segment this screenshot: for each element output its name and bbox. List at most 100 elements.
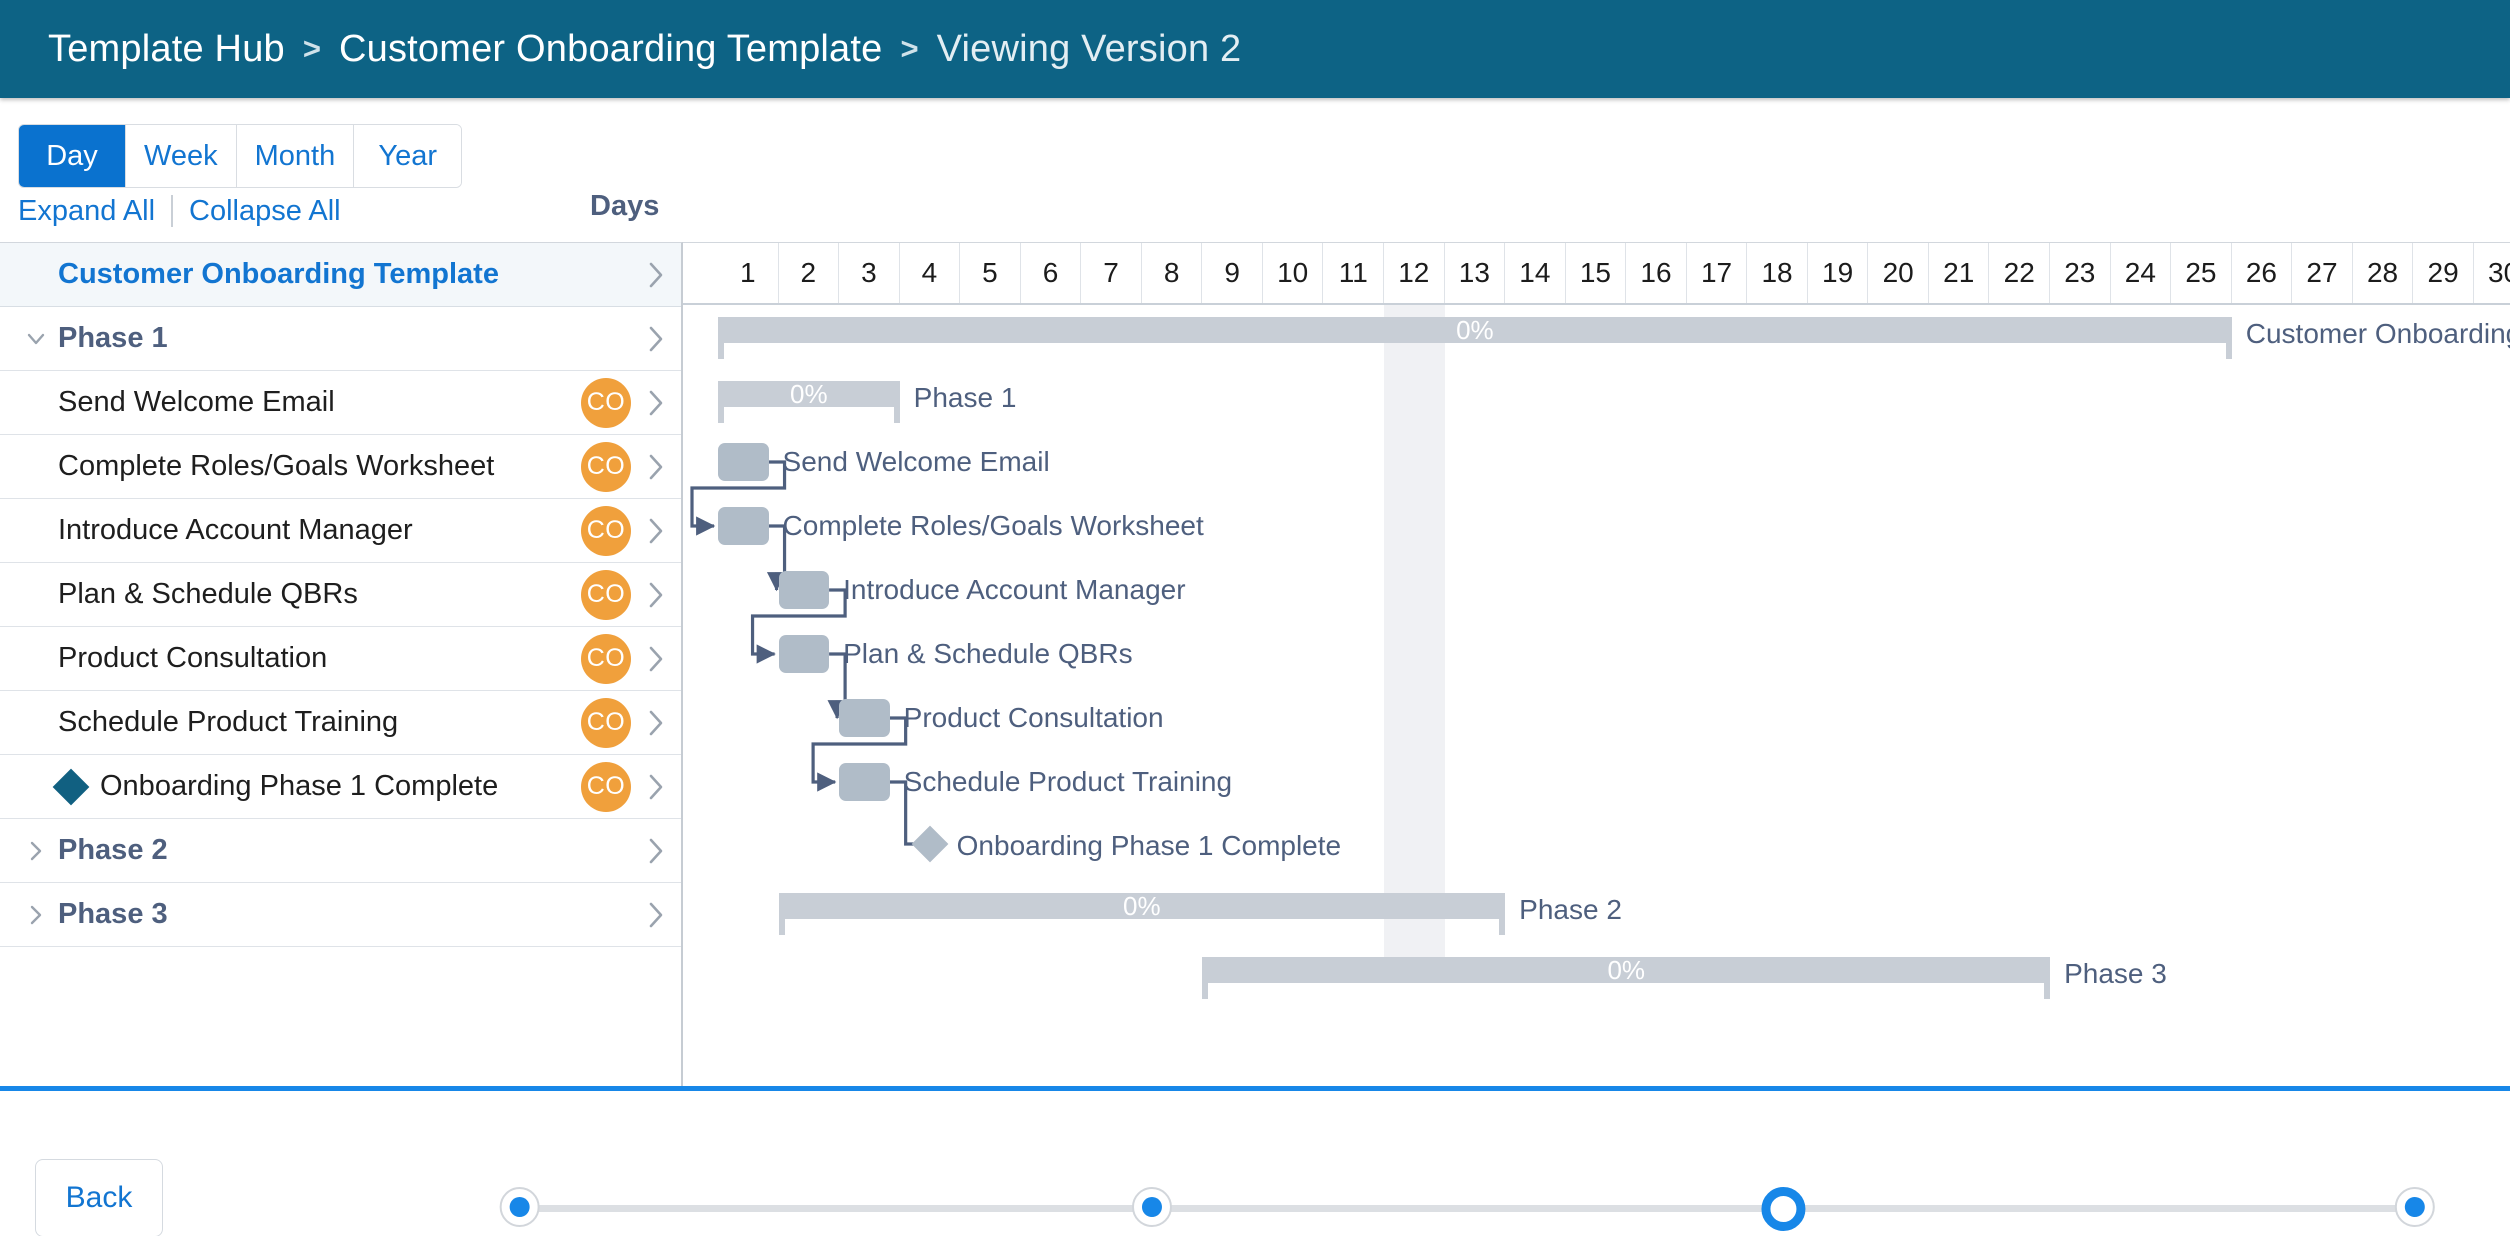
task-bar[interactable] (718, 507, 769, 545)
bar-label: Phase 3 (2064, 958, 2167, 989)
avatar[interactable]: CO (581, 377, 631, 428)
view-toolbar: Day Week Month Year (0, 98, 2510, 188)
timescale-segmented-control[interactable]: Day Week Month Year (18, 124, 463, 188)
wizard-stepper[interactable]: BuildAssignScheduleReview (500, 1187, 2435, 1236)
day-column-header-9: 9 (1202, 243, 1263, 303)
tab-month[interactable]: Month (236, 125, 355, 187)
avatar[interactable]: CO (581, 761, 631, 812)
day-column-header-4: 4 (900, 243, 961, 303)
step-dot-icon[interactable] (1761, 1187, 1806, 1231)
day-column-header-19: 19 (1808, 243, 1869, 303)
bar-label: Plan & Schedule QBRs (843, 638, 1133, 669)
avatar[interactable]: CO (581, 569, 631, 620)
caret-spacer (22, 773, 50, 801)
milestone-marker[interactable] (911, 825, 949, 863)
wizard-step-assign[interactable]: Assign (1107, 1187, 1197, 1236)
task-bar[interactable] (839, 699, 890, 737)
task-row-actions (645, 883, 667, 946)
breadcrumb-item-template-hub[interactable]: Template Hub (48, 27, 285, 70)
tab-week[interactable]: Week (126, 125, 237, 187)
bar-label: Schedule Product Training (903, 766, 1233, 797)
collapse-all-link[interactable]: Collapse All (189, 194, 341, 227)
row-open-chevron-icon[interactable] (645, 322, 667, 356)
wizard-step-build[interactable]: Build (487, 1187, 554, 1236)
day-column-header-26: 26 (2232, 243, 2293, 303)
row-open-chevron-icon[interactable] (645, 514, 667, 548)
wizard-step-schedule[interactable]: Schedule (1721, 1187, 1846, 1236)
day-column-header-22: 22 (1989, 243, 2051, 303)
day-column-header-5: 5 (960, 243, 1021, 303)
summary-leg-left (778, 919, 785, 935)
task-bar[interactable] (839, 763, 890, 801)
step-dot-icon[interactable] (500, 1187, 540, 1227)
task-row-actions: CO (581, 627, 667, 690)
chevron-down-icon[interactable] (22, 325, 50, 353)
task-bar[interactable] (778, 571, 830, 609)
task-row-customer-onboarding-template[interactable]: Customer Onboarding Template (0, 243, 681, 307)
row-open-chevron-icon[interactable] (645, 578, 667, 612)
task-bar[interactable] (778, 635, 830, 673)
caret-spacer (22, 389, 50, 417)
caret-spacer (22, 709, 50, 737)
row-open-chevron-icon[interactable] (645, 706, 667, 740)
step-dot-icon[interactable] (2395, 1187, 2435, 1227)
chevron-right-icon[interactable] (22, 837, 50, 865)
day-column-header-2: 2 (779, 243, 840, 303)
row-open-chevron-icon[interactable] (645, 642, 667, 676)
avatar[interactable]: CO (581, 697, 631, 748)
wizard-step-review[interactable]: Review (2366, 1187, 2464, 1236)
breadcrumb-separator-icon: > (302, 31, 321, 66)
progress-percent-label: 0% (1456, 315, 1494, 345)
step-dot-icon[interactable] (1131, 1187, 1172, 1227)
task-row-phase-3[interactable]: Phase 3 (0, 883, 681, 947)
chevron-right-icon[interactable] (22, 901, 50, 929)
back-button[interactable]: Back (35, 1159, 163, 1236)
row-open-chevron-icon[interactable] (645, 898, 667, 932)
day-column-header-20: 20 (1868, 243, 1929, 303)
day-column-header-28: 28 (2353, 243, 2414, 303)
task-row-phase-2[interactable]: Phase 2 (0, 819, 681, 883)
task-row-label: Phase 2 (58, 834, 168, 866)
expand-all-link[interactable]: Expand All (18, 194, 156, 227)
breadcrumb-item-template-name[interactable]: Customer Onboarding Template (338, 27, 883, 70)
row-open-chevron-icon[interactable] (645, 834, 667, 868)
gantt-row: Schedule Product Training (683, 753, 2510, 817)
summary-bar[interactable]: 0% (778, 893, 1506, 935)
bar-label: Customer Onboarding Template (2245, 318, 2510, 349)
summary-bar[interactable]: 0% (718, 315, 2232, 359)
task-row-label: Phase 1 (58, 322, 168, 354)
row-open-chevron-icon[interactable] (645, 386, 667, 420)
bar-label: Product Consultation (903, 702, 1164, 733)
task-row-label: Schedule Product Training (58, 706, 399, 738)
tab-day[interactable]: Day (19, 125, 126, 187)
timeline-leading-spacer (683, 243, 718, 303)
tab-year[interactable]: Year (354, 125, 462, 187)
summary-bar[interactable]: 0% (1202, 957, 2051, 999)
day-column-header-11: 11 (1323, 243, 1385, 303)
tree-controls-row: Expand All Collapse All Days (0, 180, 2510, 242)
task-row-actions (645, 307, 667, 370)
row-open-chevron-icon[interactable] (645, 258, 667, 292)
task-row-actions: CO (581, 499, 667, 562)
task-row-schedule-product-training[interactable]: Schedule Product Training CO (0, 691, 681, 755)
bar-label: Phase 1 (913, 382, 1017, 413)
gantt-canvas[interactable]: 0% Customer Onboarding Template 0% Phase 1 S… (683, 305, 2510, 1086)
day-column-header-13: 13 (1445, 243, 1506, 303)
avatar[interactable]: CO (581, 441, 631, 492)
task-row-phase-1[interactable]: Phase 1 (0, 307, 681, 371)
row-open-chevron-icon[interactable] (645, 770, 667, 804)
summary-bar[interactable]: 0% (718, 381, 900, 423)
task-bar[interactable] (718, 443, 769, 481)
avatar[interactable]: CO (581, 633, 631, 684)
avatar[interactable]: CO (581, 505, 631, 556)
day-column-header-21: 21 (1929, 243, 1990, 303)
row-open-chevron-icon[interactable] (645, 450, 667, 484)
